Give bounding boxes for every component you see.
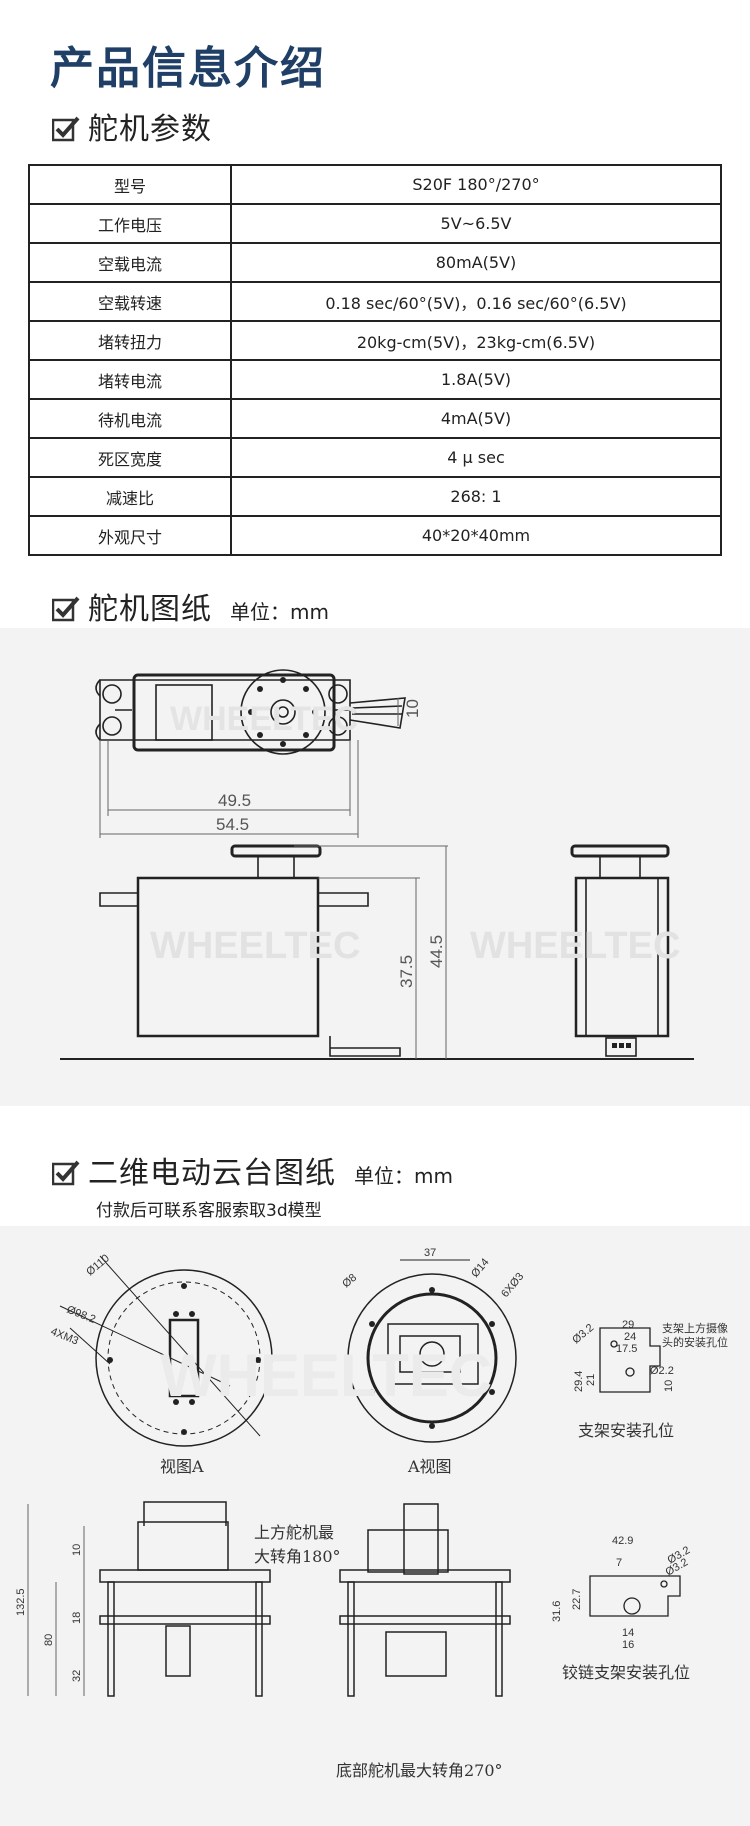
dim-label: 10 — [403, 699, 422, 718]
dim-label: 132.5 — [15, 1588, 27, 1616]
dim-label: Ø2.2 — [650, 1365, 674, 1377]
spec-key: 待机电流 — [28, 398, 232, 439]
dim-label: 42.9 — [612, 1535, 633, 1547]
dim-label: 21 — [585, 1374, 597, 1386]
dim-label: 10 — [663, 1380, 675, 1392]
watermark: WHEELTEC — [470, 925, 680, 967]
caption: 上方舵机最 — [254, 1523, 334, 1542]
dim-label: 7 — [616, 1557, 622, 1569]
spec-key: 堵转电流 — [28, 359, 232, 400]
watermark: WHEELTEC — [150, 925, 360, 967]
dim-label: Ø3.2 — [570, 1322, 596, 1347]
caption: 大转角180° — [254, 1547, 341, 1566]
spec-value: 5V~6.5V — [230, 203, 722, 244]
dim-label: 17.5 — [616, 1343, 637, 1355]
spec-value: 40*20*40mm — [230, 515, 722, 556]
section-title: 二维电动云台图纸 — [88, 1156, 336, 1191]
dim-label: 14 — [622, 1627, 634, 1639]
dim-label: 10 — [71, 1544, 83, 1556]
spec-key: 空载转速 — [28, 281, 232, 322]
dim-label: 31.6 — [551, 1601, 563, 1622]
dim-label: 49.5 — [218, 791, 251, 810]
spec-key: 外观尺寸 — [28, 515, 232, 556]
servo-drawing: 10 49.5 54.5 WHEELTEC 37.5 44.5 WHEELTEC… — [60, 669, 694, 1060]
caption: 视图A — [160, 1457, 204, 1476]
spec-value: 4mA(5V) — [230, 398, 722, 439]
section-title: 舵机图纸 — [88, 592, 212, 627]
dim-label: 54.5 — [216, 815, 249, 834]
spec-value: 0.18 sec/60°(5V)，0.16 sec/60°(6.5V) — [230, 281, 722, 322]
dim-label: Ø98.2 — [65, 1304, 97, 1326]
unit-label: 单位：mm — [230, 600, 329, 624]
model-note: 付款后可联系客服索取3d模型 — [96, 1201, 322, 1221]
caption: A视图 — [407, 1457, 452, 1476]
checkbox-check-icon — [52, 1160, 80, 1186]
spec-value: 1.8A(5V) — [230, 359, 722, 400]
gimbal-drawing: Ø110 Ø98.2 4XM3 视图A 37 Ø14 Ø8 6XØ3 A视图 2… — [15, 1247, 728, 1780]
caption: 支架安装孔位 — [578, 1421, 674, 1440]
caption: 铰链支架安装孔位 — [562, 1663, 690, 1682]
caption: 头的安装孔位 — [662, 1335, 728, 1349]
spec-key: 型号 — [28, 164, 232, 205]
dim-label: 37.5 — [397, 955, 416, 988]
spec-key: 减速比 — [28, 476, 232, 517]
dim-label: 29.4 — [573, 1371, 585, 1392]
dim-label: 4XM3 — [49, 1326, 80, 1348]
watermark: WHEELTEC — [170, 700, 358, 738]
section-header-params: 舵机参数 — [52, 104, 212, 148]
dim-label: Ø14 — [469, 1256, 492, 1280]
spec-key: 堵转扭力 — [28, 320, 232, 361]
dim-label: 29 — [622, 1319, 634, 1331]
spec-value: S20F 180°/270° — [230, 164, 722, 205]
spec-value: 20kg-cm(5V)，23kg-cm(6.5V) — [230, 320, 722, 361]
dim-label: 44.5 — [427, 935, 446, 968]
section-header-servo: 舵机图纸 单位：mm — [52, 584, 329, 628]
dim-label: 22.7 — [571, 1589, 583, 1610]
spec-value: 268: 1 — [230, 476, 722, 517]
section-title: 舵机参数 — [88, 112, 212, 147]
caption: 支架上方摄像 — [662, 1321, 728, 1335]
dim-label: 24 — [624, 1331, 636, 1343]
dim-label: 37 — [424, 1247, 436, 1259]
checkbox-check-icon — [52, 116, 80, 142]
unit-label: 单位：mm — [354, 1164, 453, 1188]
dim-label: 18 — [71, 1612, 83, 1624]
watermark: WHEELTEC — [160, 1342, 492, 1409]
section-header-gimbal: 二维电动云台图纸 单位：mm — [52, 1148, 453, 1192]
dim-label: 32 — [71, 1670, 83, 1682]
spec-value: 80mA(5V) — [230, 242, 722, 283]
page-title: 产品信息介绍 — [50, 43, 326, 94]
dim-label: Ø8 — [340, 1272, 359, 1291]
caption: 底部舵机最大转角270° — [336, 1761, 503, 1780]
spec-key: 死区宽度 — [28, 437, 232, 478]
dim-label: 80 — [43, 1634, 55, 1646]
spec-value: 4 μ sec — [230, 437, 722, 478]
checkbox-check-icon — [52, 596, 80, 622]
dim-label: 16 — [622, 1639, 634, 1651]
spec-key: 工作电压 — [28, 203, 232, 244]
spec-key: 空载电流 — [28, 242, 232, 283]
dim-label: 6XØ3 — [499, 1271, 526, 1300]
